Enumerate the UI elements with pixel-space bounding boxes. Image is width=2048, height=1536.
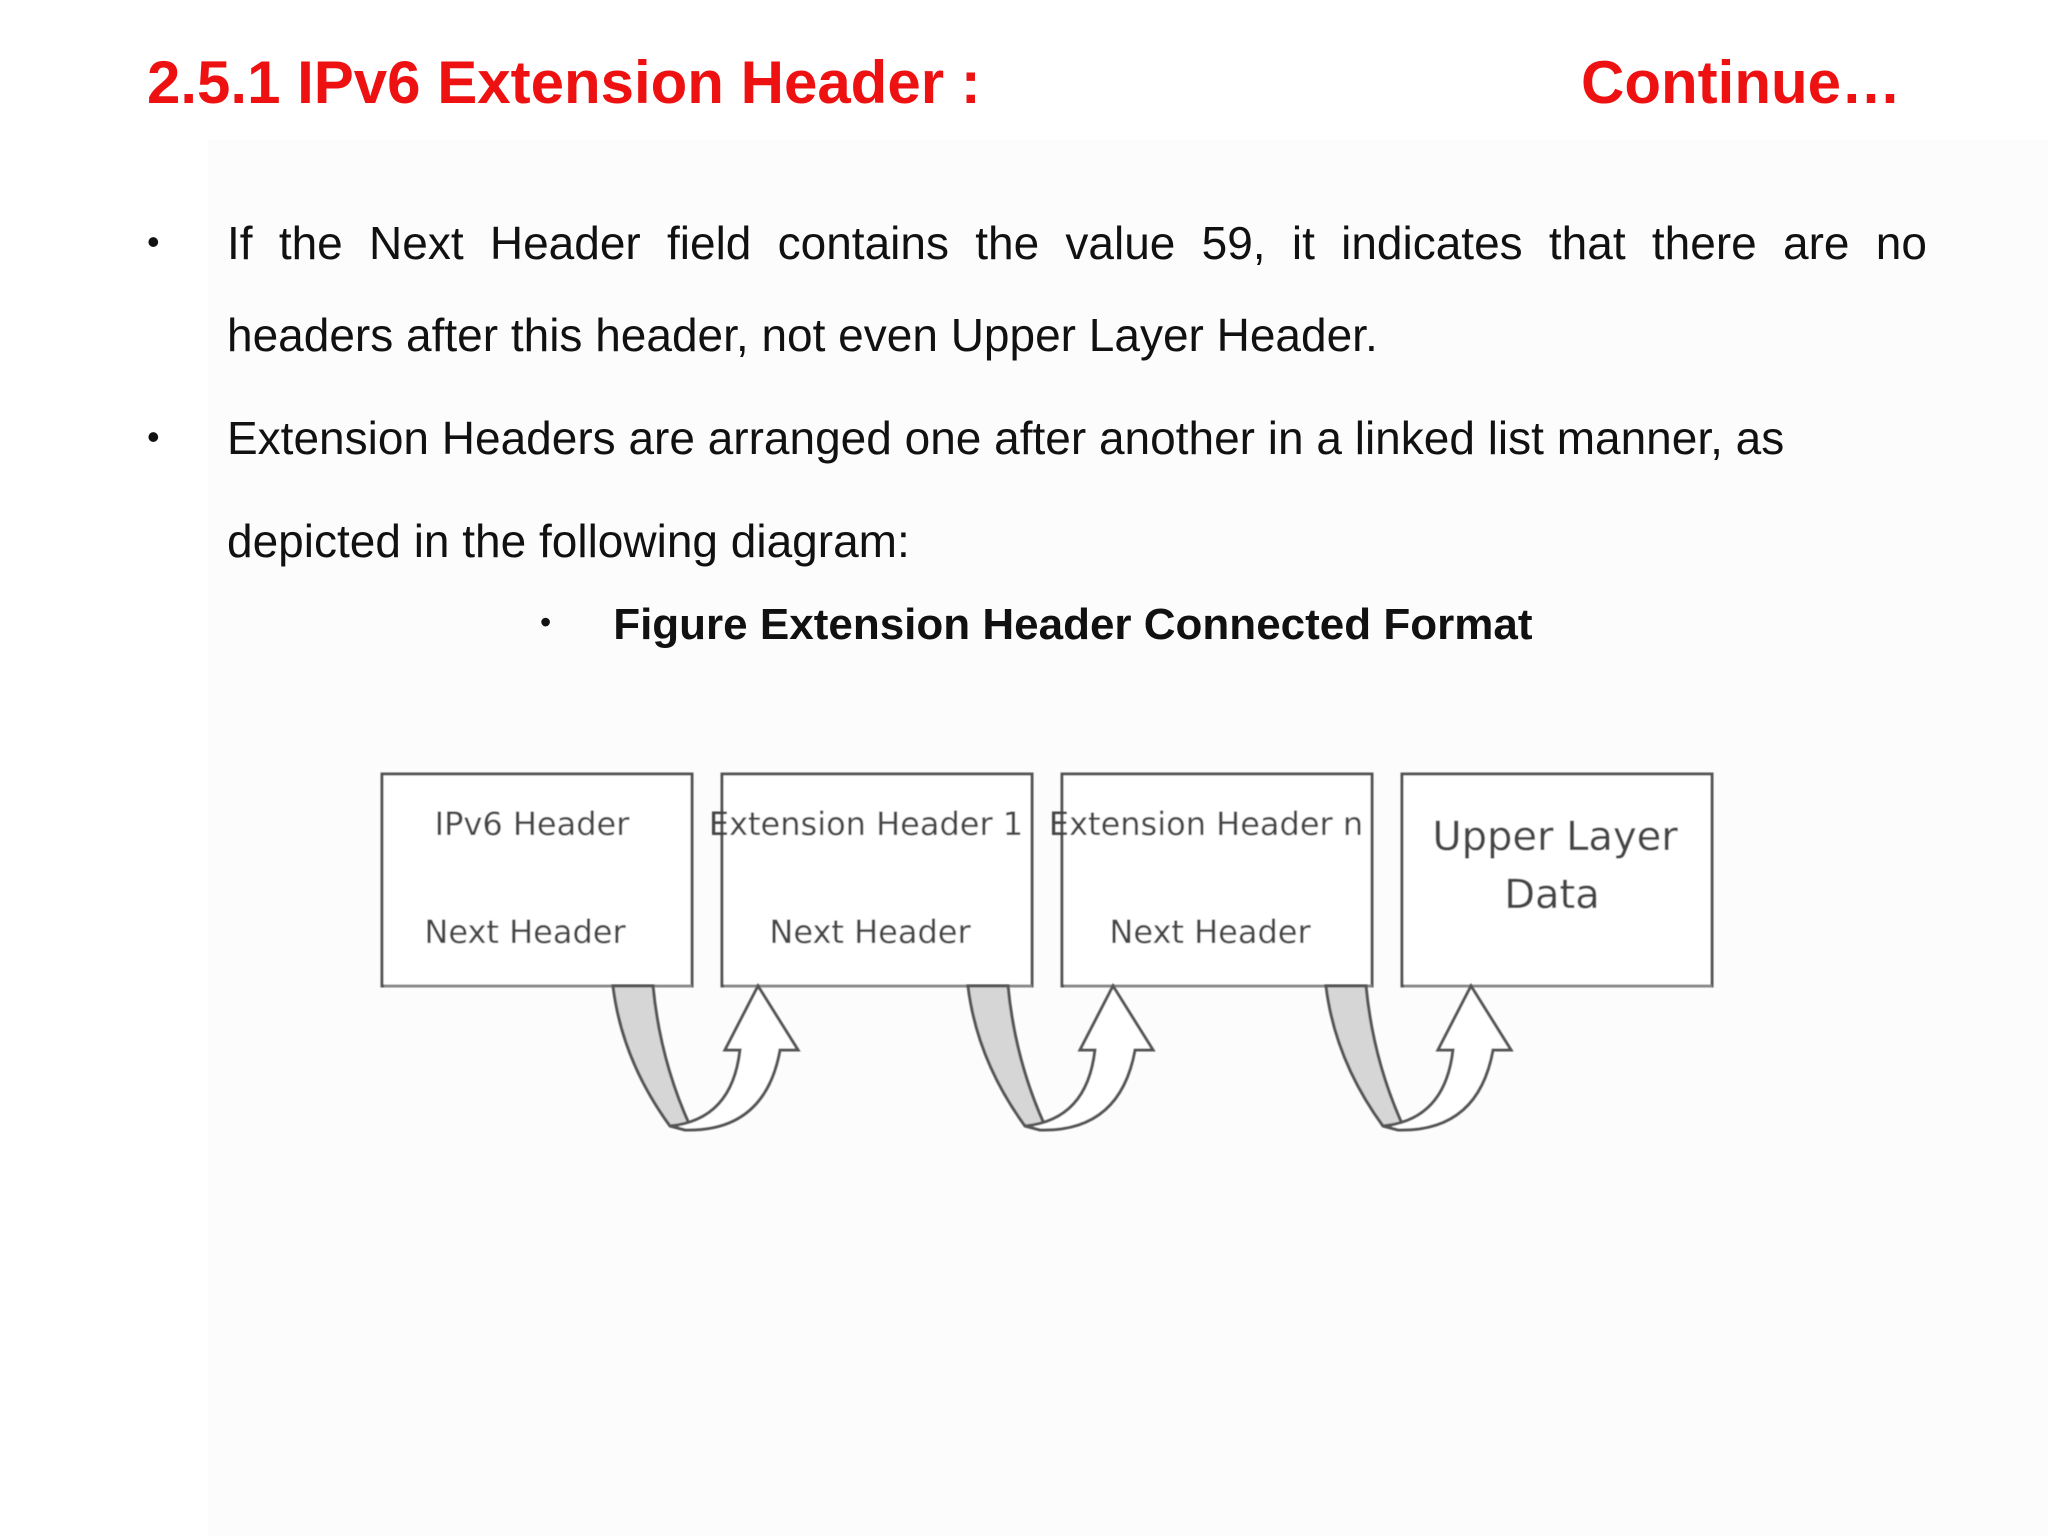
bullet-marker: •	[147, 221, 160, 262]
extension-header-diagram: IPv6 Header Next Header Extension Header…	[360, 760, 1740, 1140]
figure-caption: • Figure Extension Header Connected Forma…	[540, 600, 1532, 650]
diagram-box-upper-layer-data: Upper Layer Data	[1400, 772, 1714, 988]
bullet-line: depicted in the following diagram:	[227, 515, 910, 567]
bullet-line: headers after this header, not even Uppe…	[227, 309, 1378, 361]
box-bottom-label: Next Header	[424, 913, 626, 951]
slide-header: 2.5.1 IPv6 Extension Header : Continue…	[147, 48, 1901, 128]
box-bottom-label: Next Header	[1109, 913, 1311, 951]
diagram-box-extension-header-1: Extension Header 1 Next Header	[709, 772, 1034, 988]
word: indicates	[1341, 217, 1523, 269]
bullet-marker: •	[540, 604, 552, 640]
word: the	[278, 217, 343, 269]
diagram-box-extension-header-n: Extension Header n Next Header	[1049, 772, 1374, 988]
word: are	[1783, 217, 1850, 269]
word: value	[1065, 217, 1176, 269]
link-arrow-icon	[1324, 982, 1514, 1132]
box-top-label: Extension Header 1	[709, 805, 1023, 843]
word: it	[1291, 217, 1315, 269]
box-top-label: IPv6 Header	[435, 805, 631, 843]
word: Header	[489, 217, 641, 269]
continue-label: Continue…	[1581, 49, 1901, 116]
box-bottom-label: Data	[1504, 872, 1600, 918]
word: the	[975, 217, 1040, 269]
figure-caption-text: Figure Extension Header Connected Format	[613, 600, 1533, 649]
word: there	[1651, 217, 1757, 269]
bullet-line: Extension Headers are arranged one after…	[227, 412, 1785, 464]
link-arrow-icon	[966, 982, 1156, 1132]
slide-title: 2.5.1 IPv6 Extension Header :	[147, 49, 981, 116]
word: field	[666, 217, 752, 269]
word: no	[1875, 217, 1927, 269]
box-bottom-label: Next Header	[769, 913, 971, 951]
word: contains	[777, 217, 949, 269]
link-arrow-icon	[611, 982, 801, 1132]
diagram-svg: IPv6 Header Next Header Extension Header…	[380, 772, 1714, 1132]
box-top-label: Extension Header n	[1049, 805, 1363, 843]
bullet-marker: •	[147, 416, 160, 457]
word: Next	[369, 217, 464, 269]
word: that	[1548, 217, 1626, 269]
word: If	[227, 217, 253, 269]
diagram-box-ipv6-header: IPv6 Header Next Header	[380, 772, 694, 988]
box-top-label: Upper Layer	[1432, 814, 1678, 860]
word: 59,	[1201, 217, 1266, 269]
bullet-line-justified: If the Next Header field contains the va…	[227, 220, 1927, 266]
